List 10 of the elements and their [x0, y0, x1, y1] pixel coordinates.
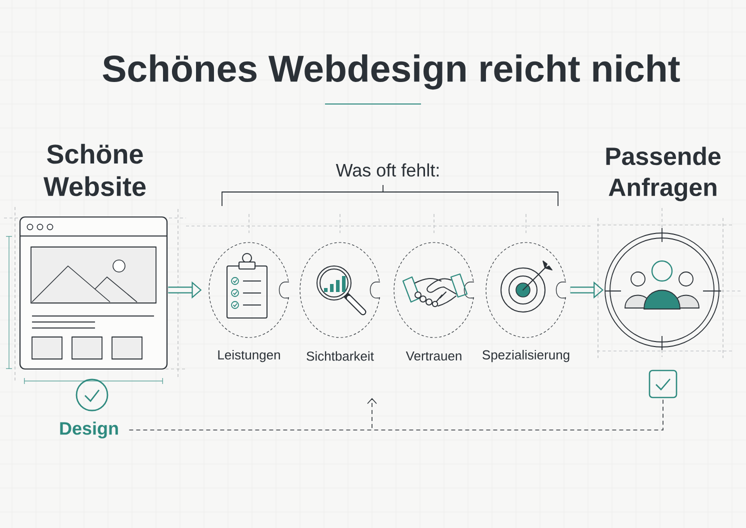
dashed-connector — [128, 398, 664, 430]
title: Schönes Webdesign reicht nicht — [102, 54, 680, 90]
node-label: Vertrauen — [406, 351, 462, 361]
node-label: Spezialisierung — [482, 350, 570, 362]
heading: Schöne Website — [44, 144, 146, 196]
node-label: Sichtbarkeit — [306, 351, 374, 361]
node-label: Leistungen — [218, 350, 280, 362]
heading: Passende Anfragen — [606, 146, 721, 202]
node-label: Design — [60, 422, 118, 438]
bracket-label: Was oft fehlt: — [336, 163, 439, 177]
